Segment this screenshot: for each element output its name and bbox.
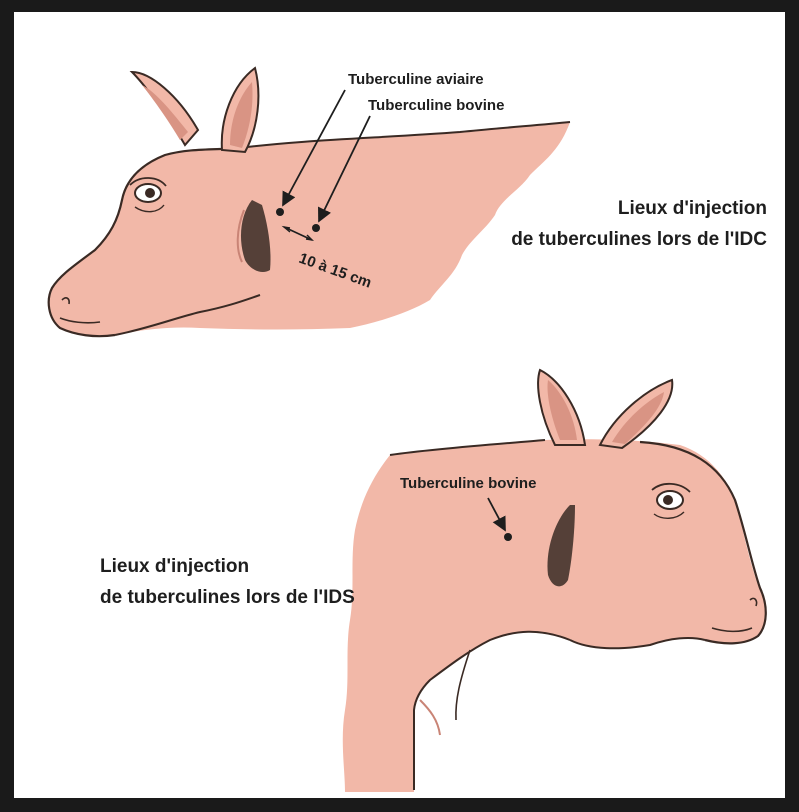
label-bovine-top: Tuberculine bovine	[368, 97, 504, 114]
caption-idc-line1: Lieux d'injection	[618, 198, 767, 219]
caption-ids-line1: Lieux d'injection	[100, 556, 249, 577]
bottom-cow-head	[343, 370, 766, 792]
injection-point-avian	[276, 208, 284, 216]
injection-point-bovine-top	[312, 224, 320, 232]
label-avian-top: Tuberculine aviaire	[348, 71, 484, 88]
injection-point-bovine-bottom	[504, 533, 512, 541]
caption-ids-line2: de tuberculines lors de l'IDS	[100, 587, 355, 608]
caption-idc-line2: de tuberculines lors de l'IDC	[511, 229, 767, 250]
label-bovine-bottom: Tuberculine bovine	[400, 475, 536, 492]
